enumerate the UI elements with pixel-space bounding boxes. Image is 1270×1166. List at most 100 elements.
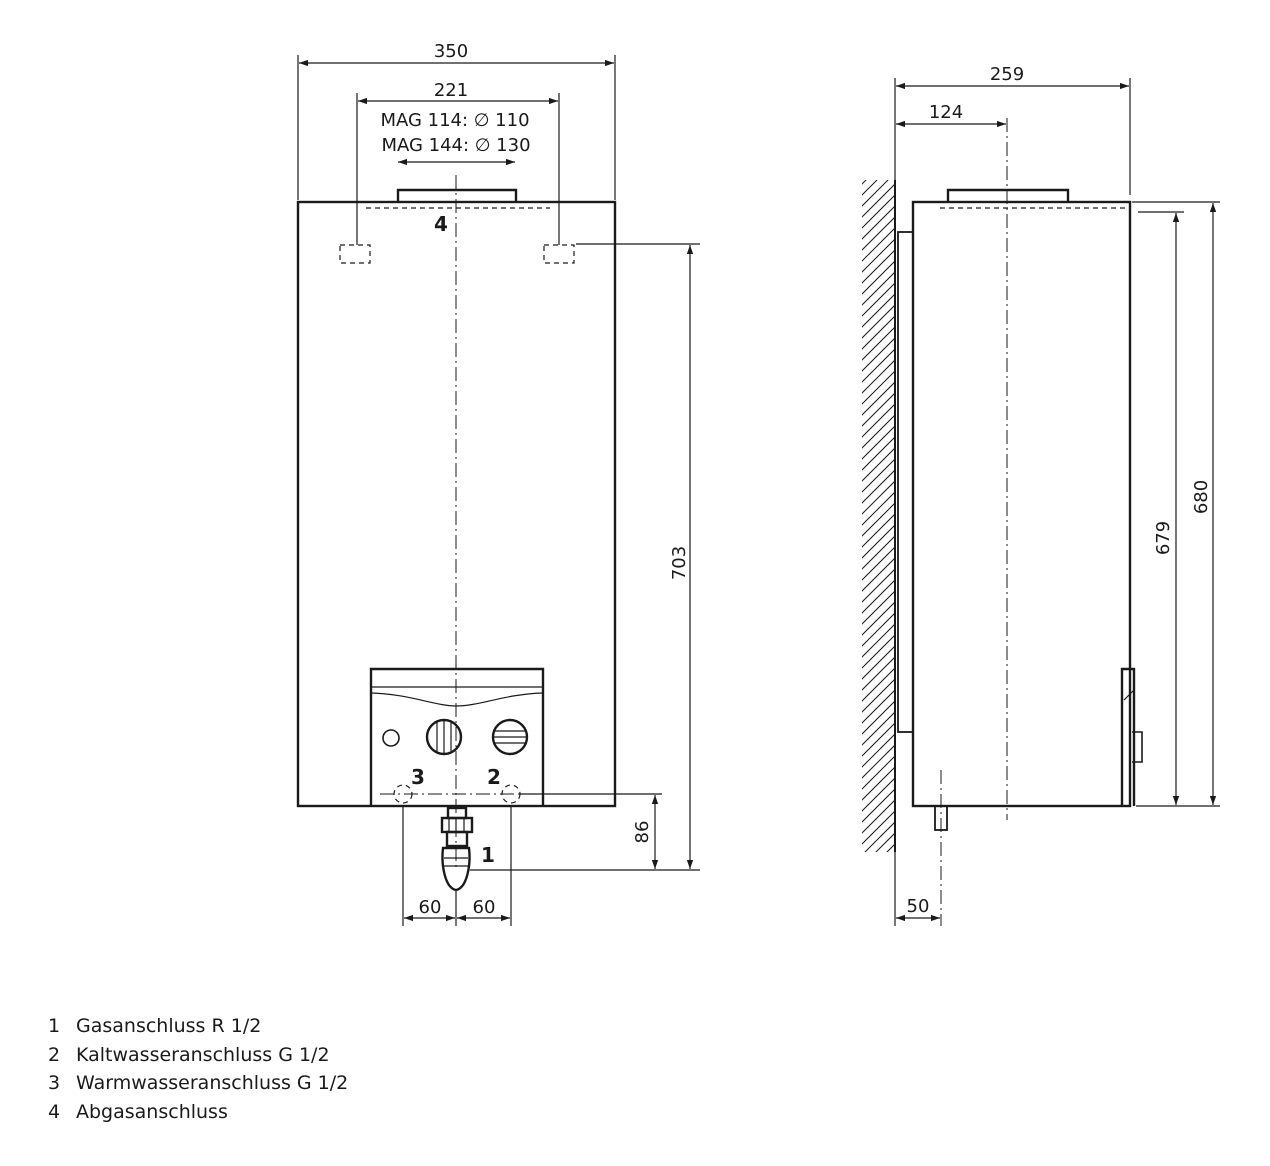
hatch-line [862, 382, 894, 416]
hatch-line [862, 305, 894, 339]
side-front-cover [1120, 667, 1136, 806]
hatch-line [862, 492, 894, 526]
front-view: 350 221 MAG 114: ∅ 110 MAG 144: ∅ 130 [296, 41, 700, 926]
legend-number: 3 [48, 1072, 61, 1094]
hatch-line [862, 272, 894, 306]
dim-label-679: 679 [1153, 521, 1174, 555]
marker-4: 4 [434, 212, 448, 236]
gas-valve [440, 806, 474, 892]
dim-label-221: 221 [434, 80, 468, 101]
hatch-line [875, 833, 894, 852]
hatch-line [862, 228, 894, 262]
hatch-line [862, 448, 894, 482]
hatch-line [862, 239, 894, 273]
side-housing [911, 200, 1132, 808]
marker-3: 3 [411, 765, 425, 789]
marker-1: 1 [481, 843, 495, 867]
legend-item: 3 Warmwasseranschluss G 1/2 [48, 1069, 348, 1098]
hatch-line [862, 712, 894, 746]
hatch-line [862, 371, 894, 405]
marker-2: 2 [487, 765, 501, 789]
hatch-line [860, 887, 896, 923]
hatch-line [862, 503, 894, 537]
legend-text: Warmwasseranschluss G 1/2 [76, 1072, 349, 1094]
hatch-line [862, 470, 894, 504]
hatch-line [862, 547, 894, 581]
hatch-line [862, 316, 894, 350]
hatch-line [862, 437, 894, 471]
hatch-line [860, 898, 896, 934]
flue-label-mag114: MAG 114: ∅ 110 [380, 110, 529, 131]
hatch-line [862, 327, 894, 361]
hatch-line [862, 558, 894, 592]
hatch-line [862, 180, 878, 196]
hatch-line [862, 778, 894, 812]
hatch-line [862, 668, 894, 702]
hatch-line [862, 657, 894, 691]
hatch-line [862, 569, 894, 603]
hatch-line [862, 646, 894, 680]
hatch-line [862, 349, 894, 383]
hatch-line [862, 261, 894, 295]
indicator-light [382, 729, 400, 747]
hatch-line [886, 844, 894, 852]
hatch-line [862, 679, 894, 713]
hatch-line [864, 822, 894, 852]
hatch-line [862, 481, 894, 515]
legend-text: Kaltwasseranschluss G 1/2 [76, 1043, 330, 1066]
hatch-line [862, 206, 894, 240]
dim-label-86: 86 [632, 821, 653, 844]
hatch-line [860, 854, 896, 890]
dim-label-680: 680 [1191, 480, 1212, 514]
flue-collar [396, 188, 518, 202]
hatch-line [862, 250, 894, 284]
legend-item: 1 Gasanschluss R 1/2 [48, 1012, 348, 1041]
hatch-line [862, 800, 894, 834]
hatch-line [862, 184, 894, 218]
hatch-line [862, 283, 894, 317]
legend-number: 4 [48, 1100, 61, 1123]
dim-label-60-right: 60 [473, 897, 496, 918]
legend-item: 4 Abgasanschluss [48, 1098, 348, 1127]
hatch-line [862, 536, 894, 570]
hatch-line [860, 865, 896, 901]
hatch-line [862, 180, 889, 207]
water-knob [491, 718, 529, 756]
hatch-line [862, 525, 894, 559]
hatch-line [862, 217, 894, 251]
hatch-line [862, 580, 894, 614]
legend: 1 Gasanschluss R 1/2 2 Kaltwasseranschlu… [48, 1012, 348, 1126]
hatch-line [862, 734, 894, 768]
hatch-line [862, 602, 894, 636]
dim-label-60-left: 60 [419, 897, 442, 918]
hatch-line [862, 701, 894, 735]
dim-label-259: 259 [990, 64, 1024, 85]
legend-item: 2 Kaltwasseranschluss G 1/2 [48, 1041, 348, 1070]
hatch-line [862, 514, 894, 548]
legend-number: 1 [48, 1015, 61, 1037]
hatch-line [862, 767, 894, 801]
legend-number: 2 [48, 1043, 61, 1066]
hatch-line [862, 690, 894, 724]
hatch-line [862, 415, 894, 449]
legend-text: Abgasanschluss [76, 1100, 228, 1123]
dim-label-350: 350 [434, 41, 468, 62]
hatch-line [862, 426, 894, 460]
side-view: 259 124 679 680 50 [860, 64, 1220, 934]
dim-label-50: 50 [907, 896, 930, 917]
hatch-line [862, 393, 894, 427]
hatch-line [862, 294, 894, 328]
hatch-line [862, 624, 894, 658]
hatch-line [862, 180, 867, 185]
hatch-line [862, 338, 894, 372]
dim-label-703: 703 [669, 546, 690, 580]
hatch-line [862, 459, 894, 493]
control-panel [369, 667, 545, 806]
hatch-line [862, 745, 894, 779]
dim-label-124: 124 [929, 102, 963, 123]
legend-text: Gasanschluss R 1/2 [76, 1015, 262, 1037]
hatch-line [862, 613, 894, 647]
hatch-line [862, 756, 894, 790]
wall-hatching [860, 180, 896, 934]
